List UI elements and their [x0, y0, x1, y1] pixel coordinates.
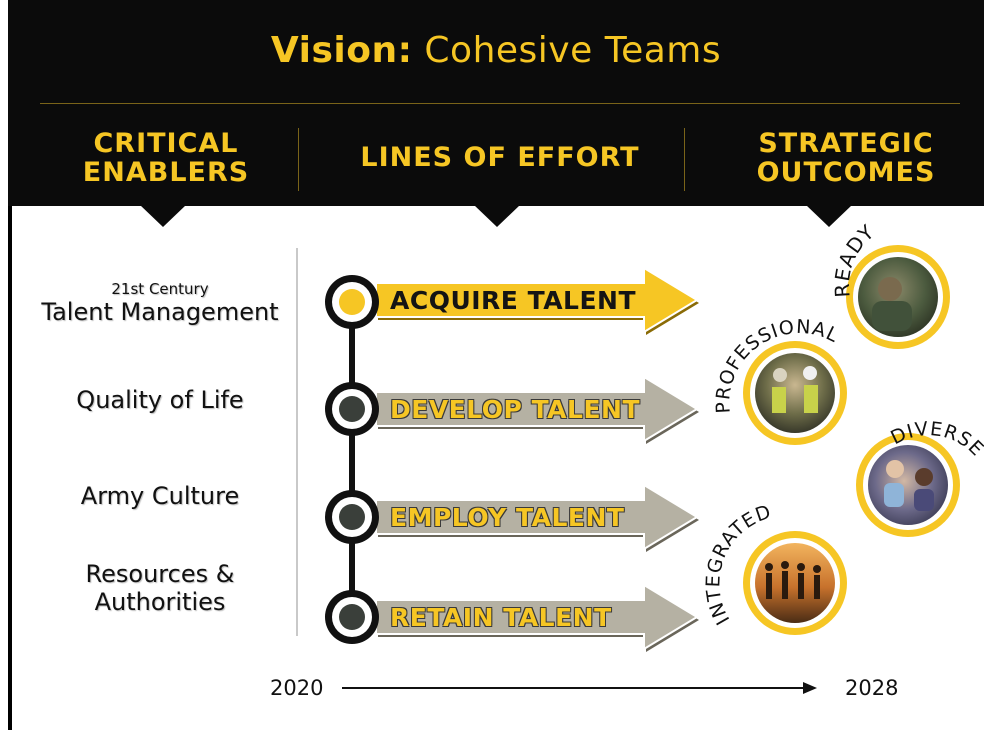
enabler-quality-of-life: Quality of Life: [20, 386, 300, 414]
column-header-line: OUTCOMES: [756, 157, 936, 188]
header-notch: [806, 205, 852, 227]
outcome-professional-photo: [743, 341, 847, 445]
loe-label-develop: DEVELOP TALENT: [390, 395, 641, 424]
arrow-retain: [375, 583, 699, 652]
page-title: Vision: Cohesive Teams: [8, 30, 984, 71]
enabler-label: Talent Management: [41, 298, 279, 326]
header-notch: [474, 205, 520, 227]
timeline-end-year: 2028: [845, 676, 899, 700]
header-notch: [140, 205, 186, 227]
enabler-talent-management: 21st Century Talent Management: [20, 280, 300, 326]
node-acquire: [325, 275, 379, 329]
column-header-lines-of-effort: LINES OF EFFORT: [330, 143, 670, 172]
timeline-start-year: 2020: [270, 676, 324, 700]
column-separator: [684, 128, 685, 191]
enabler-divider: [296, 248, 298, 636]
node-retain: [325, 590, 379, 644]
enabler-label: Quality of Life: [76, 386, 244, 414]
column-header-line: LINES OF EFFORT: [360, 142, 640, 173]
enabler-army-culture: Army Culture: [20, 482, 300, 510]
enabler-resources-authorities: Resources & Authorities: [20, 560, 300, 616]
arrow-employ: [375, 483, 699, 552]
arrow-acquire: [375, 266, 699, 335]
outcome-integrated-photo: [743, 531, 847, 635]
timeline-arrowhead: [803, 682, 817, 694]
column-header-line: ENABLERS: [82, 157, 250, 188]
header-banner: Vision: Cohesive Teams CRITICAL ENABLERS…: [8, 0, 984, 206]
node-develop: [325, 382, 379, 436]
title-rest: Cohesive Teams: [412, 30, 722, 71]
arrow-develop: [375, 375, 699, 444]
title-bold: Vision:: [270, 30, 413, 71]
loe-label-employ: EMPLOY TALENT: [390, 503, 625, 532]
column-header-line: STRATEGIC: [758, 128, 934, 159]
column-header-strategic-outcomes: STRATEGIC OUTCOMES: [726, 129, 966, 187]
enabler-label: Authorities: [94, 588, 226, 616]
enabler-label: Resources &: [85, 560, 235, 588]
enabler-label: Army Culture: [80, 482, 240, 510]
loe-label-retain: RETAIN TALENT: [390, 603, 612, 632]
header-divider: [40, 103, 960, 104]
node-employ: [325, 490, 379, 544]
column-separator: [298, 128, 299, 191]
enabler-sup: 21st Century: [111, 280, 209, 298]
outcome-ready-photo: [846, 245, 950, 349]
column-header-critical-enablers: CRITICAL ENABLERS: [56, 129, 276, 187]
outcome-diverse-photo: [856, 433, 960, 537]
column-header-line: CRITICAL: [93, 128, 239, 159]
left-frame-border: [8, 0, 12, 730]
loe-label-acquire: ACQUIRE TALENT: [390, 286, 637, 315]
strategic-outcomes-graphic: READY PROFESSIONAL DIVERSE INTEGRATED: [702, 219, 984, 635]
